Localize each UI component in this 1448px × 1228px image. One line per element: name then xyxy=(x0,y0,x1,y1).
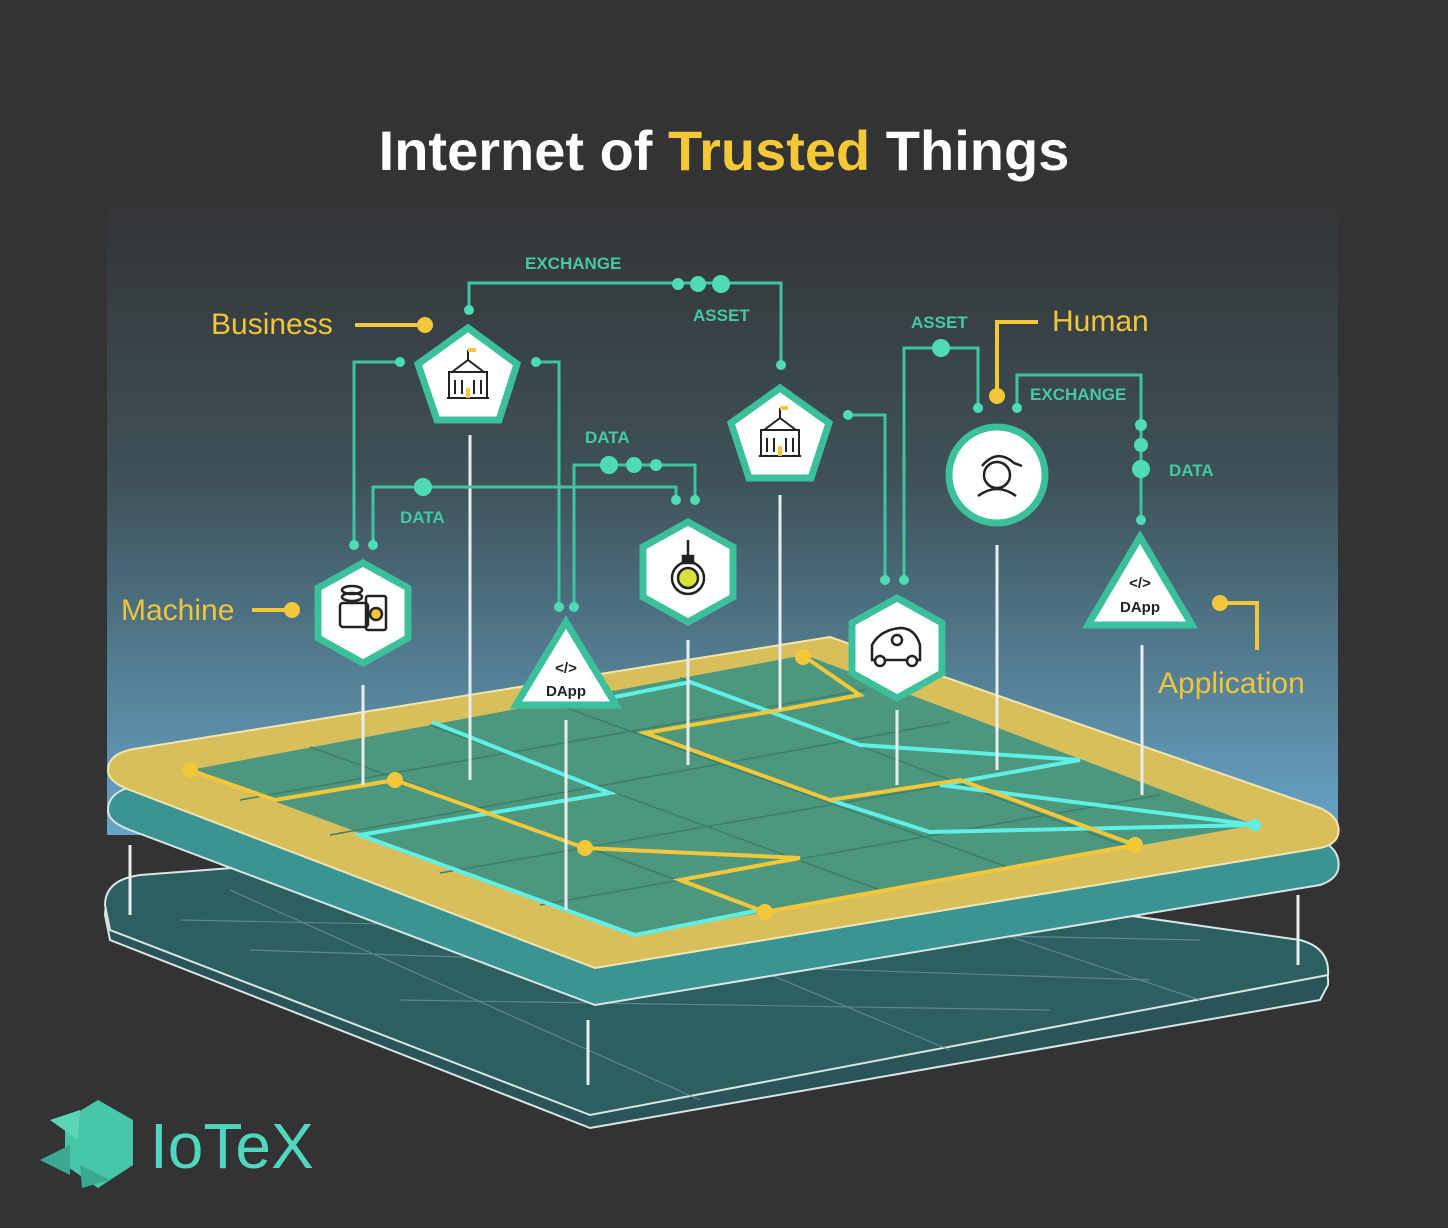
bank-icon xyxy=(759,406,801,457)
logo-text: IoTeX xyxy=(150,1110,314,1182)
wallet-coins-icon xyxy=(338,584,388,632)
connectors xyxy=(252,275,1259,650)
dapp-label: DApp xyxy=(1120,599,1160,616)
code-icon: </> xyxy=(555,660,577,677)
car-node xyxy=(848,593,946,703)
person-icon xyxy=(977,455,1023,498)
flow-label-data: DATA xyxy=(1169,461,1214,480)
flow-label-exchange: EXCHANGE xyxy=(1030,385,1126,404)
car-icon xyxy=(870,626,922,668)
lightbulb-node xyxy=(639,517,737,627)
flow-label-data: DATA xyxy=(400,508,445,527)
category-application: Application xyxy=(1158,667,1305,700)
iotex-logo: IoTeX xyxy=(40,1100,314,1188)
dapp-label: DApp xyxy=(546,683,586,700)
flow-label-exchange: EXCHANGE xyxy=(525,254,621,273)
dapp-node-2: </> DApp xyxy=(1081,530,1199,629)
code-icon: </> xyxy=(1129,575,1151,592)
flow-label-asset: ASSET xyxy=(911,313,968,332)
category-human: Human xyxy=(1052,305,1149,338)
lightbulb-icon xyxy=(670,540,706,596)
flow-label-asset: ASSET xyxy=(693,306,750,325)
human-node xyxy=(945,423,1049,527)
dapp-node: </> DApp xyxy=(509,615,623,709)
page-title: Internet of Trusted Things xyxy=(379,119,1070,182)
bank-icon xyxy=(447,348,489,399)
business-node xyxy=(413,323,522,424)
category-machine: Machine xyxy=(121,594,234,627)
yellow-paths xyxy=(182,649,1261,920)
grid-board xyxy=(190,655,1255,935)
flow-label-data: DATA xyxy=(585,428,630,447)
node-stems xyxy=(361,435,1144,910)
category-business: Business xyxy=(211,308,333,341)
business-node-2 xyxy=(726,383,834,482)
machine-node xyxy=(314,558,412,668)
